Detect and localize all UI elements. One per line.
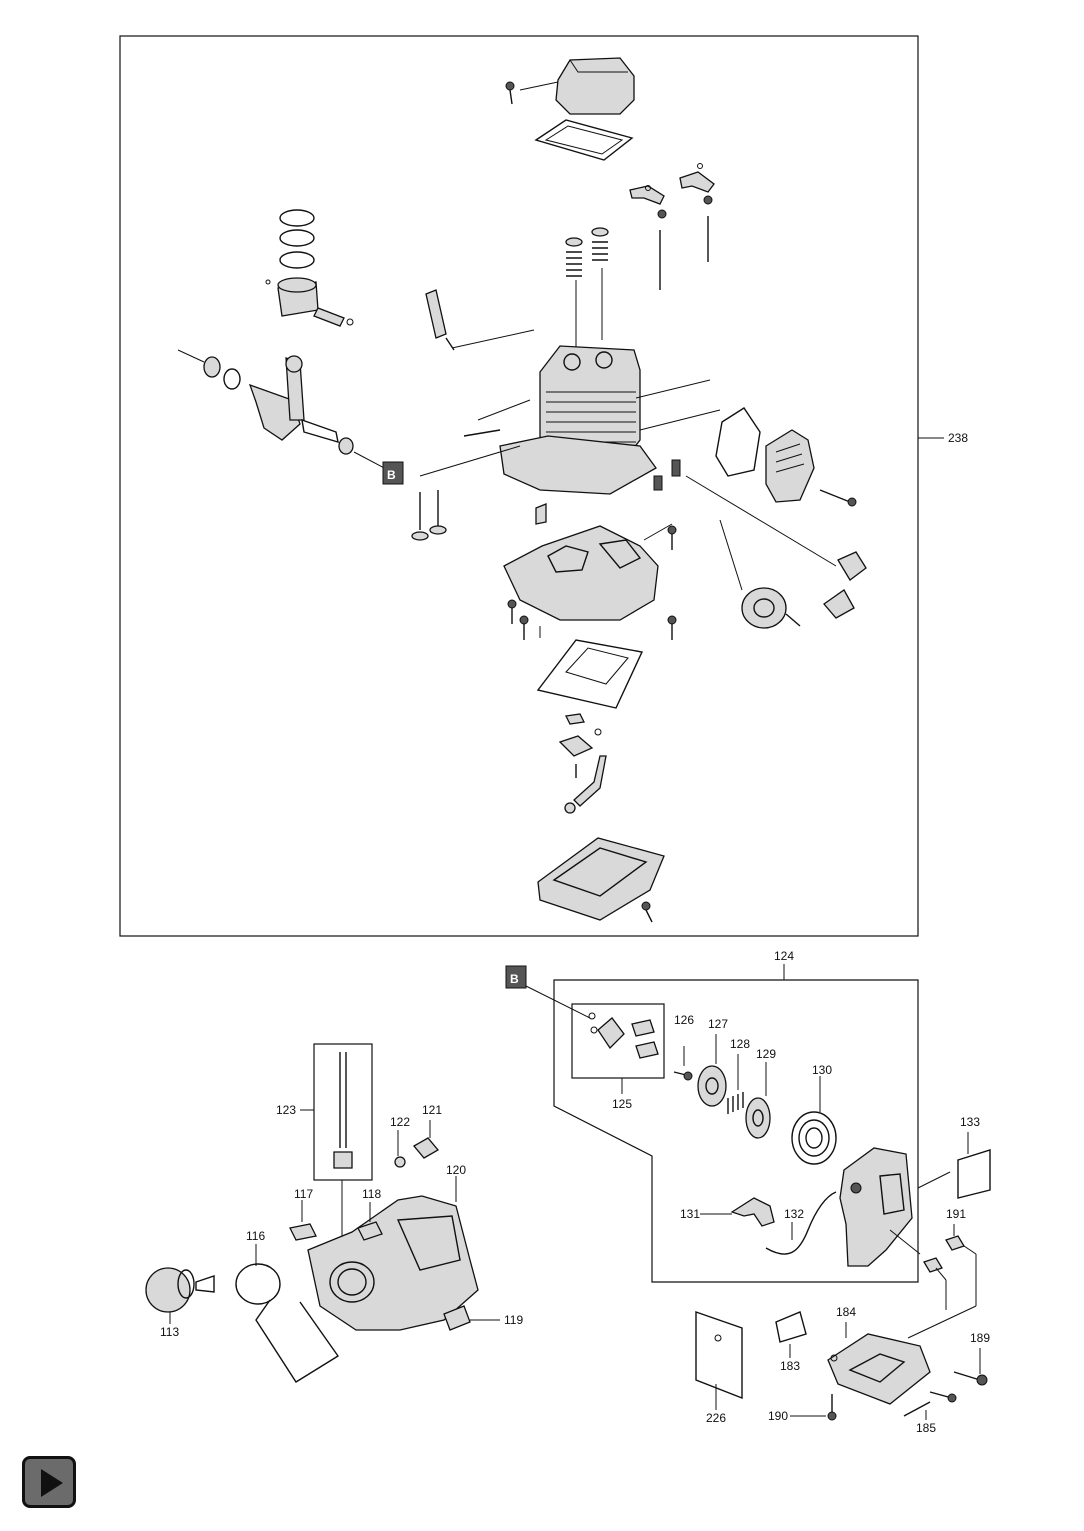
cover-gasket xyxy=(534,119,634,161)
callout-113: 113 xyxy=(160,1325,179,1339)
breather-valve xyxy=(535,503,547,525)
crankshaft xyxy=(177,349,389,471)
grommet-117 xyxy=(289,1200,317,1241)
callout-132: 132 xyxy=(784,1207,804,1221)
callout-191: 191 xyxy=(946,1207,966,1221)
fuel-cap-113 xyxy=(145,1267,215,1324)
piston-rings xyxy=(279,209,315,269)
starter-pulley xyxy=(697,1034,727,1107)
callout-128: 128 xyxy=(730,1037,750,1051)
play-icon xyxy=(41,1469,63,1497)
pawl-kit-frame xyxy=(571,1003,665,1079)
callout-117: 117 xyxy=(294,1187,313,1201)
damper-191 xyxy=(889,1224,977,1339)
bracket-184 xyxy=(827,1322,931,1405)
starter-pawls xyxy=(588,1012,659,1059)
rocker-cover xyxy=(519,57,635,115)
callout-116: 116 xyxy=(246,1229,265,1243)
callout-120: 120 xyxy=(446,1163,466,1177)
valve-springs xyxy=(565,227,609,277)
rope-reel xyxy=(745,1062,771,1139)
svg-text:B: B xyxy=(387,468,396,482)
plug-1 xyxy=(671,459,681,477)
callout-121: 121 xyxy=(422,1103,442,1117)
callout-130: 130 xyxy=(812,1063,832,1077)
pad-183 xyxy=(775,1311,807,1343)
callout-119: 119 xyxy=(504,1313,523,1327)
cylinder-block xyxy=(463,345,721,495)
marker-b-engine xyxy=(382,461,404,485)
crankcase xyxy=(503,523,673,638)
starter-rope xyxy=(765,1191,837,1255)
callout-190: 190 xyxy=(768,1409,788,1423)
plug-2 xyxy=(653,475,663,491)
fitting-121 xyxy=(413,1120,439,1159)
piston xyxy=(265,277,319,317)
spark-plug xyxy=(425,289,535,351)
cam-gear xyxy=(719,519,801,629)
callout-185: 185 xyxy=(916,1421,936,1435)
callout-131: 131 xyxy=(680,1207,700,1221)
callout-118: 118 xyxy=(362,1187,381,1201)
callout-189: 189 xyxy=(970,1331,990,1345)
crankcase-bolts xyxy=(507,525,677,640)
oil-pickup xyxy=(558,713,607,814)
callout-183: 183 xyxy=(780,1359,800,1373)
label-sticker-133 xyxy=(957,1149,991,1199)
callout-124: 124 xyxy=(774,949,794,963)
breather-valve-122 xyxy=(394,1130,406,1168)
valves xyxy=(411,445,521,541)
bolt-190 xyxy=(827,1394,837,1421)
starter-bolt xyxy=(673,1046,693,1081)
callout-123: 123 xyxy=(276,1103,296,1117)
bolt-189 xyxy=(929,1348,988,1403)
fuel-tank-120 xyxy=(307,1176,479,1331)
damper-118 xyxy=(357,1202,383,1241)
callout-125: 125 xyxy=(612,1097,632,1111)
starter-spring xyxy=(727,1054,744,1114)
oil-pan-gasket xyxy=(536,639,644,709)
callout-226: 226 xyxy=(706,1411,726,1425)
damper-119 xyxy=(443,1305,500,1331)
callout-122: 122 xyxy=(390,1115,410,1129)
engine-assembly-frame xyxy=(119,35,919,937)
callout-133: 133 xyxy=(960,1115,980,1129)
sheet-226 xyxy=(695,1311,743,1400)
strap-116 xyxy=(235,1244,339,1383)
fuel-pickup-tube xyxy=(333,1052,353,1169)
callout-238: 238 xyxy=(948,431,968,445)
cover-screw xyxy=(505,81,515,105)
starter-assembly-frame xyxy=(553,979,919,1283)
callout-129: 129 xyxy=(756,1047,776,1061)
fuel-filter-kit-frame xyxy=(313,1043,373,1181)
pin-185 xyxy=(903,1401,931,1417)
callout-126: 126 xyxy=(674,1013,694,1027)
rocker-arms xyxy=(629,163,715,219)
marker-b-starter xyxy=(505,965,527,989)
starter-handle xyxy=(700,1197,775,1227)
starter-housing xyxy=(839,1147,913,1267)
svg-text:B: B xyxy=(510,972,519,986)
callout-184: 184 xyxy=(836,1305,856,1319)
recoil-spring xyxy=(791,1076,837,1165)
governor-arm xyxy=(685,475,867,619)
side-cover xyxy=(765,429,857,507)
piston-pin xyxy=(313,307,354,327)
side-gasket xyxy=(715,407,761,477)
oil-pan xyxy=(537,837,665,923)
callout-127: 127 xyxy=(708,1017,728,1031)
next-page-button[interactable] xyxy=(22,1456,76,1508)
